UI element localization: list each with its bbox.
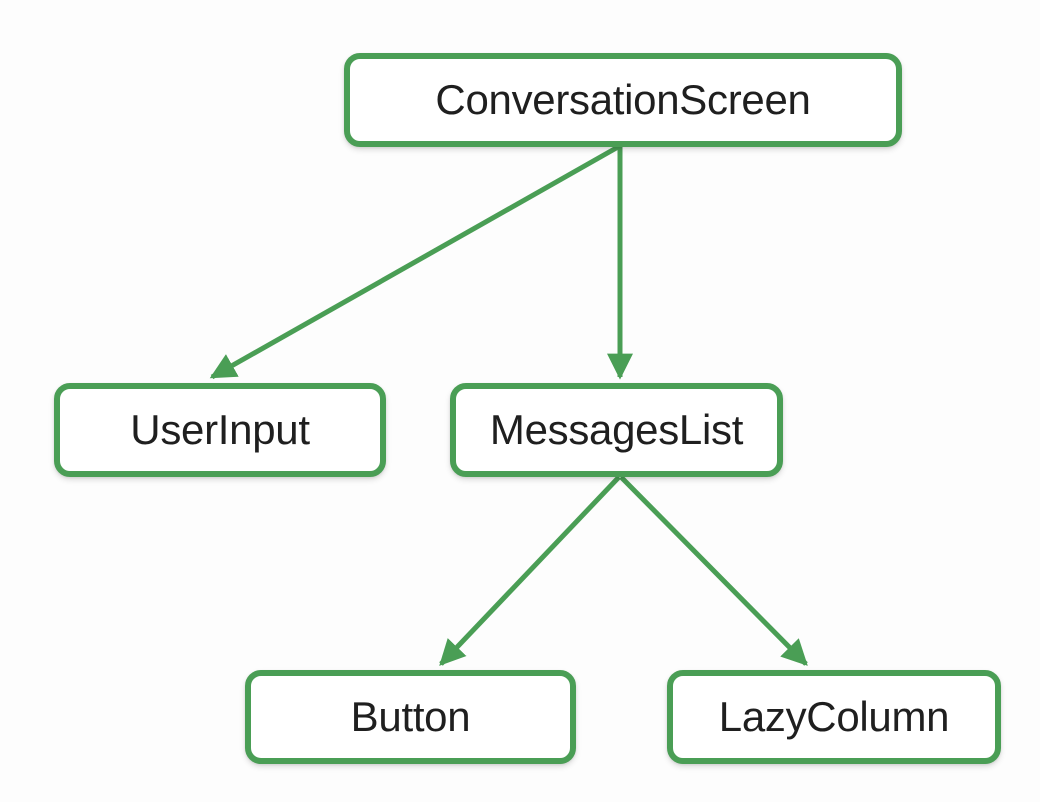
node-label-lazycolumn: LazyColumn: [718, 693, 950, 740]
edge-messageslist-to-lazycolumn: [619, 475, 808, 666]
edge-conversationscreen-to-userinput: [209, 144, 620, 380]
node-lazycolumn[interactable]: LazyColumn: [667, 670, 1001, 764]
node-label-messageslist: MessagesList: [489, 406, 744, 453]
node-button[interactable]: Button: [245, 670, 576, 764]
node-messageslist[interactable]: MessagesList: [450, 383, 783, 477]
node-label-button: Button: [350, 693, 471, 740]
node-conversationscreen[interactable]: ConversationScreen: [344, 53, 902, 147]
node-label-userinput: UserInput: [130, 406, 310, 453]
edge-messageslist-to-button: [439, 475, 621, 666]
node-userinput[interactable]: UserInput: [54, 383, 386, 477]
node-label-conversationscreen: ConversationScreen: [435, 76, 811, 123]
